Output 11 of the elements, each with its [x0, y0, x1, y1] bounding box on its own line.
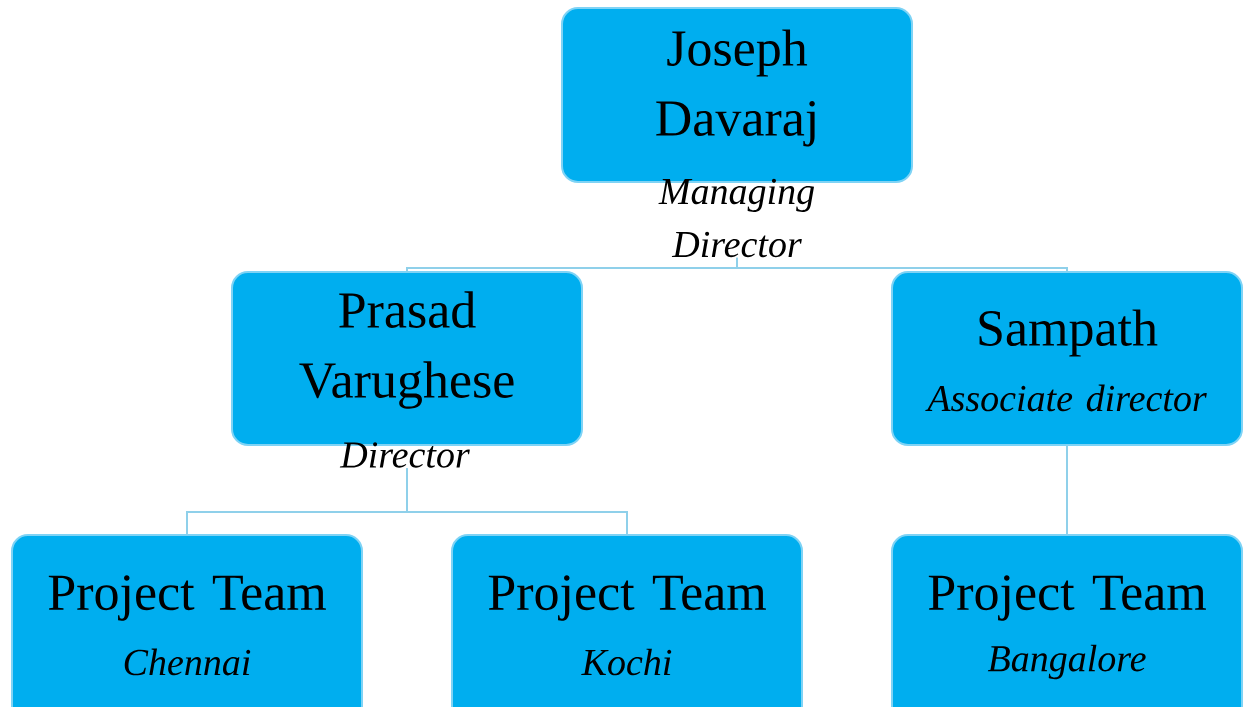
org-box: Joseph Davaraj Managing Director	[561, 7, 913, 258]
node-label: Managing Director	[658, 178, 815, 258]
org-box: Project Team Kochi	[451, 534, 803, 707]
org-box: Prasad Varughese Director	[231, 271, 583, 468]
org-box: Project Team Bangalore	[891, 534, 1243, 707]
node-label: Director	[339, 442, 470, 468]
connector-line	[406, 467, 628, 536]
connector-line	[1066, 444, 1068, 536]
org-box: Project Team Chennai	[11, 534, 363, 707]
connector-line	[736, 256, 1068, 273]
org-box: Sampath Associate director	[891, 271, 1243, 446]
